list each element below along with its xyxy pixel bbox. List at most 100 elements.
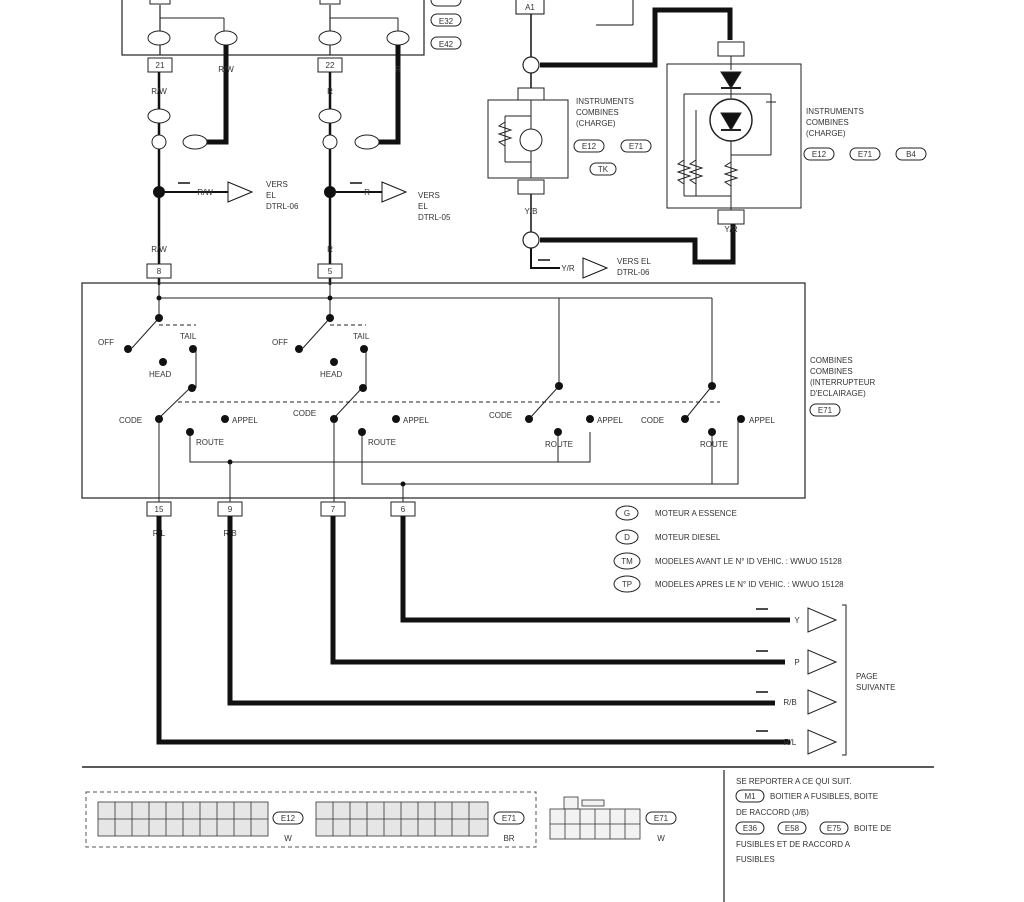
switch-name-3: (INTERRUPTEUR xyxy=(810,378,876,387)
note-tag2-box xyxy=(735,821,765,835)
left-splice-ovals xyxy=(147,108,380,150)
inst-right-tag2: E71 xyxy=(858,150,873,159)
conn-21: 21 xyxy=(156,61,165,70)
label-route-2: ROUTE xyxy=(368,438,396,447)
top-right-wiring xyxy=(515,0,736,269)
output-arrow-marks xyxy=(756,608,768,732)
vers1-line2: EL xyxy=(266,191,276,200)
note-line5: FUSIBLES ET DE RACCORD A xyxy=(736,840,851,849)
conn3-color: W xyxy=(657,834,665,843)
legend-text-2: MOTEUR DIESEL xyxy=(655,533,721,542)
connector-face-2 xyxy=(315,801,489,837)
wire-yr-vers: Y/R xyxy=(561,264,575,273)
label-code-1: CODE xyxy=(119,416,142,425)
wire-r-top: R xyxy=(327,87,333,96)
label-head-2: HEAD xyxy=(320,370,342,379)
legend-symbols xyxy=(613,505,641,593)
conn3-tag: E71 xyxy=(654,814,669,823)
note-tag3-box xyxy=(777,821,807,835)
label-appel-1: APPEL xyxy=(232,416,258,425)
label-code-2: CODE xyxy=(293,409,316,418)
legend-sym-g: G xyxy=(624,509,630,518)
wire-yr-top: Y/R xyxy=(724,225,738,234)
connector-face-1 xyxy=(97,801,269,837)
conn1-color: W xyxy=(284,834,292,843)
switch-top-connectors xyxy=(146,263,343,279)
vers3-arrow xyxy=(538,257,609,279)
vers3-line2: DTRL-06 xyxy=(617,268,650,277)
out-rl: R/L xyxy=(784,738,797,747)
vers1-line3: DTRL-06 xyxy=(266,202,299,211)
wire-yb: Y/B xyxy=(525,207,538,216)
conn-a1: A1 xyxy=(525,3,535,12)
inst-left-tags xyxy=(573,139,652,176)
inst-left-line3: (CHARGE) xyxy=(576,119,616,128)
instrument-right xyxy=(666,41,802,225)
note-tag3: E58 xyxy=(785,824,800,833)
conn3-tag-box xyxy=(645,811,677,825)
wire-r-lower: R xyxy=(327,245,333,254)
splice-dots xyxy=(153,186,336,198)
connector-face-3 xyxy=(549,796,641,840)
inst-right-tag1: E12 xyxy=(812,150,827,159)
inst-right-tags xyxy=(803,147,927,161)
out-y: Y xyxy=(794,616,800,625)
label-tail-2: TAIL xyxy=(353,332,370,341)
page-line1: PAGE xyxy=(856,672,878,681)
note-line4: BOITE DE xyxy=(854,824,891,833)
label-tail-1: TAIL xyxy=(180,332,197,341)
label-off-1: OFF xyxy=(98,338,114,347)
conn1-tag-box xyxy=(272,811,304,825)
pin-9: 9 xyxy=(228,505,233,514)
inst-left-line1: INSTRUMENTS xyxy=(576,97,634,106)
note-line3: DE RACCORD (J/B) xyxy=(736,808,809,817)
vers2-line2: EL xyxy=(418,202,428,211)
note-line1: SE REPORTER A CE QUI SUIT. xyxy=(736,777,851,786)
page-bracket xyxy=(842,604,847,756)
vers2-line3: DTRL-05 xyxy=(418,213,451,222)
legend-text-1: MOTEUR A ESSENCE xyxy=(655,509,737,518)
instrument-left xyxy=(487,87,569,195)
inst-left-tag3: TK xyxy=(598,165,609,174)
wire-rw-lower: R/W xyxy=(151,245,167,254)
legend-sym-tm: TM xyxy=(621,557,633,566)
label-route-4: ROUTE xyxy=(700,440,728,449)
pin-8: 8 xyxy=(157,267,162,276)
switch-bottom-connectors xyxy=(146,501,416,517)
note-line6: FUSIBLES xyxy=(736,855,775,864)
note-tag4: E75 xyxy=(827,824,842,833)
label-route-3: ROUTE xyxy=(545,440,573,449)
label-code-4: CODE xyxy=(641,416,664,425)
pin-15: 15 xyxy=(155,505,164,514)
wire-r-vers: R xyxy=(364,188,370,197)
tag-e42: E42 xyxy=(439,40,454,49)
splice-bottom-right xyxy=(522,231,540,249)
output-wires xyxy=(156,516,790,745)
conn1-tag: E12 xyxy=(281,814,296,823)
pin-5: 5 xyxy=(328,267,333,276)
label-appel-4: APPEL xyxy=(749,416,775,425)
label-appel-3: APPEL xyxy=(597,416,623,425)
inst-left-line2: COMBINES xyxy=(576,108,619,117)
label-route-1: ROUTE xyxy=(196,438,224,447)
note-tag4-box xyxy=(819,821,849,835)
wire-r-top-2: R xyxy=(395,65,401,74)
inst-right-line1: INSTRUMENTS xyxy=(806,107,864,116)
label-code-3: CODE xyxy=(489,411,512,420)
conn-22: 22 xyxy=(326,61,335,70)
conn2-color: BR xyxy=(503,834,514,843)
pin-6: 6 xyxy=(401,505,406,514)
switch-name-1: COMBINES xyxy=(810,356,853,365)
inst-right-tag3: B4 xyxy=(906,150,916,159)
switch-name-2: COMBINES xyxy=(810,367,853,376)
out-p: P xyxy=(794,658,799,667)
vers3-line1: VERS EL xyxy=(617,257,651,266)
vers2-line1: VERS xyxy=(418,191,440,200)
legend-sym-tp: TP xyxy=(622,580,632,589)
wire-rw-top: R/W xyxy=(151,87,167,96)
inst-left-tag1: E12 xyxy=(582,142,597,151)
switch-contacts xyxy=(124,295,745,487)
top-left-ovals xyxy=(147,30,410,46)
switch-internal-wiring xyxy=(131,278,739,505)
